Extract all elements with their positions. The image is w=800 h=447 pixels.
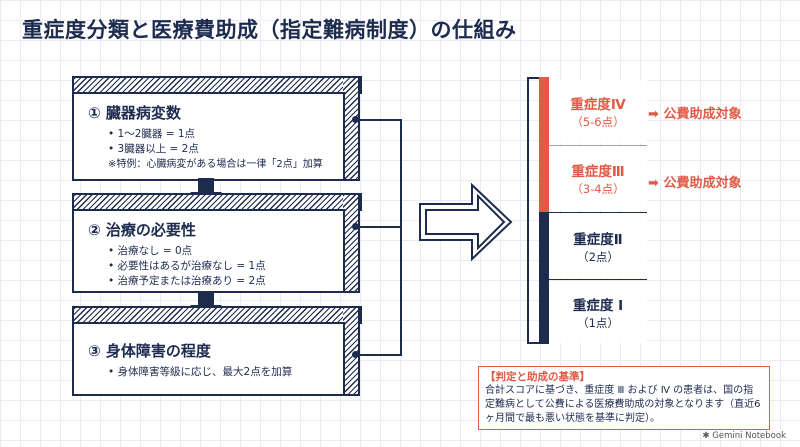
connector-line: [360, 226, 402, 228]
box-1-title: ① 臓器病変数: [88, 104, 181, 122]
subsidy-text: 公費助成対象: [663, 176, 742, 191]
connector-line: [360, 119, 402, 121]
grade-4-range: （5-6点）: [571, 115, 625, 129]
bracket-top: [527, 77, 539, 79]
arrow-right-icon: ➡: [648, 176, 659, 191]
grade-3-range: （3-4点）: [571, 182, 625, 196]
severity-bar-low: [539, 212, 549, 344]
arrow-right-icon: ➡: [648, 107, 659, 122]
box-2-item: • 治療予定または治療あり = 2点: [108, 275, 266, 287]
grade-2: 重症度Ⅱ （2点）: [549, 214, 647, 278]
logo-icon: ✱: [702, 431, 710, 441]
score-box-physical-disability: ③ 身体障害の程度 • 身体障害等級に応じ、最大2点を加算: [72, 322, 345, 396]
divider: [549, 212, 647, 213]
connector-dot: [352, 116, 359, 123]
severity-bar-high: [539, 77, 549, 212]
grade-4: 重症度Ⅳ （5-6点）: [549, 80, 647, 143]
box-3-top-face: [72, 306, 362, 324]
grade-2-range: （2点）: [577, 249, 619, 264]
bracket-line: [527, 77, 529, 344]
connector-vertical: [400, 119, 402, 356]
connector-line: [360, 354, 402, 356]
grade-1-name: 重症度 Ⅰ: [572, 297, 624, 314]
score-box-treatment-need: ② 治療の必要性 • 治療なし = 0点 • 必要性はあるが治療なし = 1点 …: [72, 209, 345, 293]
subsidy-text: 公費助成対象: [663, 107, 742, 122]
box-1-item: • 1〜2臓器 = 1点: [108, 128, 196, 140]
subsidy-label-grade-4: ➡ 公費助成対象: [648, 103, 741, 122]
box-2-title: ② 治療の必要性: [88, 221, 196, 239]
note-text: 合計スコアに基づき、重症度 Ⅲ および Ⅳ の患者は、国の指定難病として公費によ…: [485, 385, 761, 424]
box-2-side-face: [343, 193, 360, 293]
box-3-side-face: [343, 306, 360, 396]
box-1-side-face: [343, 76, 360, 181]
grade-3-name: 重症度Ⅲ: [571, 164, 625, 180]
box-3-item: • 身体障害等級に応じ、最大2点を加算: [108, 366, 293, 378]
grade-2-name: 重症度Ⅱ: [573, 231, 623, 248]
grade-1-range: （1点）: [577, 315, 619, 330]
note-title: 【判定と助成の基準】: [485, 371, 590, 383]
bracket-bottom: [527, 342, 539, 344]
box-2-item: • 治療なし = 0点: [108, 245, 193, 257]
logo-text: Gemini Notebook: [712, 431, 786, 441]
grade-4-name: 重症度Ⅳ: [570, 97, 626, 113]
box-1-note: ※特例：心臓病変がある場合は一律「2点」加算: [108, 159, 323, 170]
page-title: 重症度分類と医療費助成（指定難病制度）の仕組み: [22, 18, 517, 42]
connector-dot: [352, 351, 359, 358]
gemini-notebook-logo: ✱ Gemini Notebook: [702, 431, 786, 441]
box-1-item: • 3臓器以上 = 2点: [108, 143, 199, 155]
subsidy-label-grade-3: ➡ 公費助成対象: [648, 172, 741, 191]
connector-dot: [352, 223, 359, 230]
right-arrow-icon: [419, 182, 513, 262]
grade-3: 重症度Ⅲ （3-4点）: [549, 147, 647, 210]
divider: [549, 279, 647, 280]
divider: [549, 145, 647, 146]
criteria-note-box: 【判定と助成の基準】 合計スコアに基づき、重症度 Ⅲ および Ⅳ の患者は、国の…: [478, 366, 770, 430]
score-box-organ-lesions: ① 臓器病変数 • 1〜2臓器 = 1点 • 3臓器以上 = 2点 ※特例：心臓…: [72, 92, 345, 181]
grade-1: 重症度 Ⅰ （1点）: [549, 281, 647, 343]
box-3-title: ③ 身体障害の程度: [88, 342, 211, 360]
box-2-item: • 必要性はあるが治療なし = 1点: [108, 260, 266, 272]
